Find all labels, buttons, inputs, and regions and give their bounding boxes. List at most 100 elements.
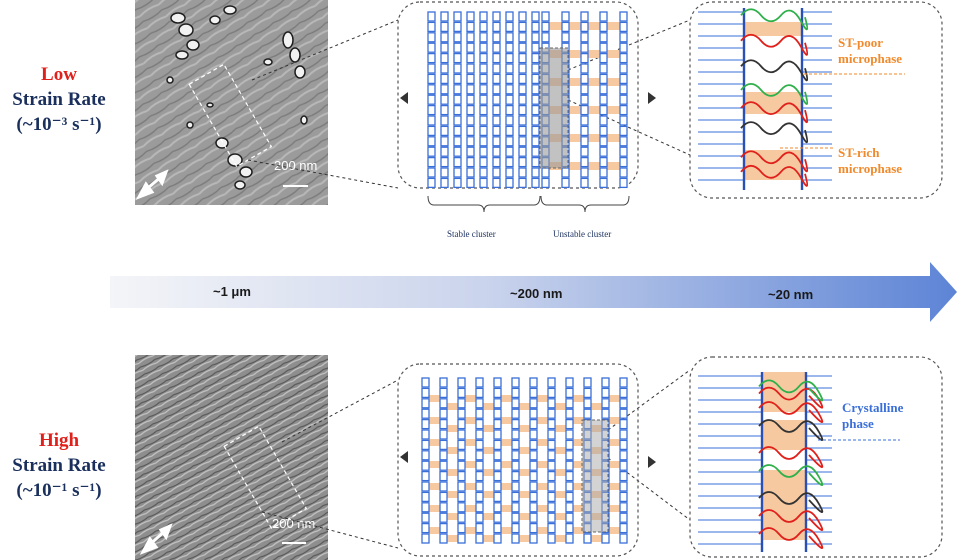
lamella-block (453, 167, 462, 178)
panel-cluster-low (397, 1, 639, 189)
lamella-block (599, 146, 608, 157)
lamella-block (479, 21, 488, 33)
tie-bridge (447, 513, 458, 520)
lamella-block (427, 115, 436, 126)
lamella-block (518, 125, 527, 137)
lamella-block (619, 115, 628, 126)
tie-bridge (555, 425, 566, 432)
lamella-block (518, 177, 527, 189)
lamella-block (547, 429, 556, 440)
tie-bridge (588, 162, 600, 170)
lamella-block (479, 42, 488, 53)
lamella-block (599, 21, 608, 33)
polymer-chain (740, 59, 809, 82)
tie-bridge (465, 439, 476, 446)
lamella-block (511, 481, 520, 492)
lamella-block (479, 167, 488, 178)
lamella-block (547, 512, 556, 523)
lamella-block (475, 398, 484, 409)
tie-bridge (519, 425, 530, 432)
lamella-block (511, 460, 520, 471)
lamella-block (505, 156, 514, 168)
polymer-chain (740, 8, 809, 31)
polymer-chain (740, 83, 809, 105)
lamella-block (493, 398, 502, 409)
lamella-block (453, 177, 462, 189)
lamella-block (479, 84, 488, 95)
lamella-block (466, 52, 475, 64)
scale-label-1: ~1 μm (213, 284, 251, 299)
tie-bridge (483, 491, 494, 498)
panel-cluster-high (397, 363, 639, 557)
lamella-block (565, 512, 574, 523)
tie-bridge (537, 527, 548, 534)
lamella-block (475, 439, 484, 451)
lamella-block (453, 21, 462, 33)
lamella-block (565, 377, 574, 388)
lamella-block (453, 136, 462, 147)
lamella-block (421, 439, 430, 451)
lamella-block (492, 115, 501, 126)
lamella-block (427, 73, 436, 85)
lamella-block (529, 522, 538, 534)
lamella-block (518, 167, 527, 178)
lamella-block (493, 418, 502, 430)
lamella-block (541, 32, 550, 43)
lamella-block (583, 387, 592, 399)
tie-bridge (588, 50, 600, 58)
lamella-block (421, 429, 430, 440)
lamella-block (599, 177, 608, 189)
lamella-block (619, 450, 628, 461)
lamella-block (531, 146, 540, 157)
lamella-block (440, 42, 449, 53)
lamella-block (492, 32, 501, 43)
tie-bridge (555, 535, 566, 542)
lamella-block (619, 84, 628, 95)
panel-phase-high (689, 356, 943, 558)
lamella-block (439, 377, 448, 388)
lamella-block (427, 177, 436, 189)
lamella-block (511, 418, 520, 430)
lamella-block (466, 146, 475, 157)
polymer-chain (758, 509, 824, 531)
polymer-chain (740, 33, 809, 56)
lamella-block (493, 533, 502, 544)
lamella-block (529, 439, 538, 451)
lamella-block (492, 42, 501, 53)
tie-bridge (465, 461, 476, 468)
lamella-block (439, 429, 448, 440)
lamella-block (619, 481, 628, 492)
lamella-block (599, 104, 608, 116)
lamella-block (531, 52, 540, 64)
tie-bridge (569, 22, 581, 30)
tie-bridge (465, 483, 476, 490)
lamella-block (565, 398, 574, 409)
lamella-block (439, 418, 448, 430)
lamella-block (580, 63, 589, 74)
lamella-block (466, 21, 475, 33)
lamella-block (505, 84, 514, 95)
tie-bridge (607, 22, 620, 30)
lamella-block (580, 11, 589, 22)
tie-bridge (555, 469, 566, 476)
lamella-block (427, 63, 436, 74)
lamella-block (421, 533, 430, 544)
lamella-block (439, 387, 448, 399)
lamella-block (529, 491, 538, 503)
lamella-block (505, 177, 514, 189)
lamella-block (453, 63, 462, 74)
high-rate-label-block: High Strain Rate (~10⁻¹ s⁻¹) (0, 428, 118, 503)
tie-bridge (483, 513, 494, 520)
lamella-block (479, 136, 488, 147)
lamella-block (421, 491, 430, 503)
lamella-block (505, 73, 514, 85)
tie-bridge (573, 527, 584, 534)
lamella-block (511, 398, 520, 409)
lamella-block (511, 491, 520, 503)
tie-bridge (429, 439, 440, 446)
lamella-block (531, 94, 540, 105)
lamella-block (547, 439, 556, 451)
lamella-block (475, 491, 484, 503)
lamella-block (619, 167, 628, 178)
lamella-block (439, 460, 448, 471)
